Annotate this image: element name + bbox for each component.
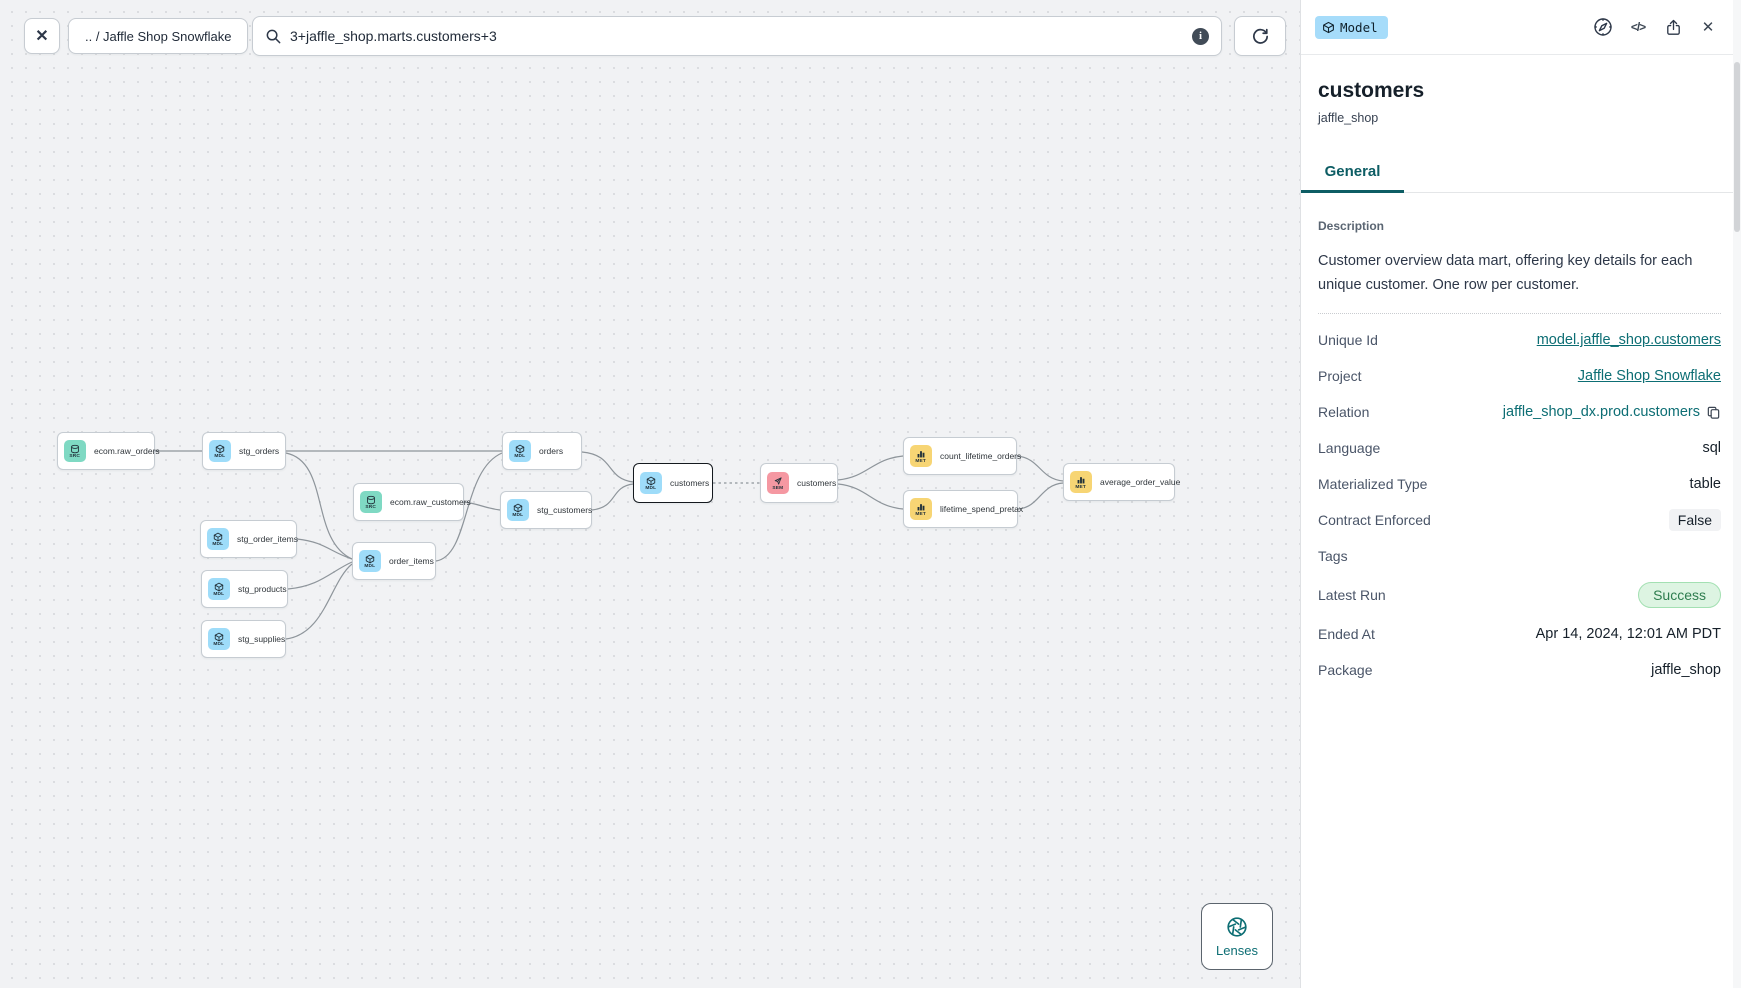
panel-tabs: General (1301, 153, 1741, 193)
panel-scrollbar-track (1733, 0, 1741, 988)
lineage-search-bar[interactable]: i (252, 16, 1222, 56)
unique-id-link[interactable]: model.jaffle_shop.customers (1536, 332, 1721, 348)
language-value: sql (1702, 440, 1721, 456)
relation-value: jaffle_shop_dx.prod.customers (1502, 404, 1700, 420)
materialized-type-value: table (1689, 476, 1721, 492)
copy-icon[interactable] (1706, 405, 1721, 420)
lens-compass-icon[interactable] (1592, 16, 1614, 38)
ended-at-value: Apr 14, 2024, 12:01 AM PDT (1535, 626, 1721, 642)
field-row-latest-run: Latest Run Success (1318, 574, 1721, 616)
model-node-icon: MDL (208, 628, 230, 650)
metric-node-icon: MET (910, 445, 932, 467)
graph-node-average-order-value[interactable]: MET average_order_value (1063, 463, 1180, 501)
graph-node-stg-orders[interactable]: MDL stg_orders (202, 432, 286, 470)
field-row-materialized-type: Materialized Type table (1318, 476, 1721, 492)
graph-node-stg-products[interactable]: MDL stg_products (201, 570, 288, 608)
model-node-icon: MDL (509, 440, 531, 462)
graph-node-ecom-raw-customers[interactable]: SRC ecom.raw_customers (353, 483, 471, 521)
share-icon[interactable] (1662, 16, 1684, 38)
graph-node-count-lifetime-orders[interactable]: MET count_lifetime_orders (903, 437, 1021, 475)
package-value: jaffle_shop (1651, 662, 1721, 678)
field-row-project: Project Jaffle Shop Snowflake (1318, 368, 1721, 384)
lineage-canvas[interactable]: SRC ecom.raw_orders MDL stg_orders MDL o… (0, 0, 1300, 988)
graph-node-ecom-raw-orders[interactable]: SRC ecom.raw_orders (57, 432, 160, 470)
lenses-button[interactable]: Lenses (1201, 903, 1273, 970)
model-node-icon: MDL (507, 499, 529, 521)
source-node-icon: SRC (64, 440, 86, 462)
graph-node-stg-supplies[interactable]: MDL stg_supplies (201, 620, 286, 658)
graph-node-customers-selected[interactable]: MDL customers (633, 463, 713, 503)
description-text: Customer overview data mart, offering ke… (1318, 253, 1693, 293)
model-node-icon: MDL (359, 550, 381, 572)
graph-node-lifetime-spend-pretax[interactable]: MET lifetime_spend_pretax (903, 490, 1023, 528)
project-link[interactable]: Jaffle Shop Snowflake (1577, 368, 1721, 384)
field-row-package: Package jaffle_shop (1318, 662, 1721, 678)
semantic-model-node-icon: SEM (767, 472, 789, 494)
graph-node-customers-semantic[interactable]: SEM customers (760, 463, 838, 503)
panel-scrollbar-thumb[interactable] (1734, 62, 1740, 232)
model-node-icon: MDL (640, 472, 662, 494)
field-row-relation: Relation jaffle_shop_dx.prod.customers (1318, 394, 1721, 430)
field-row-contract-enforced: Contract Enforced False (1318, 502, 1721, 538)
search-icon (265, 28, 282, 45)
close-panel-icon[interactable]: ✕ (1701, 19, 1715, 36)
field-row-ended-at: Ended At Apr 14, 2024, 12:01 AM PDT (1318, 626, 1721, 642)
metric-node-icon: MET (1070, 471, 1092, 493)
contract-enforced-badge: False (1668, 509, 1721, 531)
refresh-button[interactable] (1234, 16, 1286, 56)
metric-node-icon: MET (910, 498, 932, 520)
cube-icon (1323, 21, 1334, 33)
latest-run-status-badge: Success (1638, 582, 1721, 608)
model-node-icon: MDL (209, 440, 231, 462)
graph-node-stg-order-items[interactable]: MDL stg_order_items (200, 520, 298, 558)
details-panel: Model </> ✕ customers jaffle_shop Genera… (1300, 0, 1741, 988)
field-row-unique-id: Unique Id model.jaffle_shop.customers (1318, 332, 1721, 348)
field-row-language: Language sql (1318, 440, 1721, 456)
close-icon: ✕ (35, 28, 49, 45)
info-icon[interactable]: i (1192, 27, 1209, 45)
breadcrumb[interactable]: .. / Jaffle Shop Snowflake (68, 18, 249, 54)
tab-general[interactable]: General (1301, 153, 1404, 193)
panel-title: customers (1318, 79, 1425, 102)
panel-header: Model </> ✕ (1301, 0, 1741, 55)
lenses-aperture-icon (1226, 916, 1248, 938)
model-type-badge: Model (1315, 15, 1388, 39)
field-row-tags: Tags (1318, 548, 1348, 564)
graph-node-order-items[interactable]: MDL order_items (352, 542, 436, 580)
field-list: Unique Id model.jaffle_shop.customers Pr… (1318, 322, 1721, 688)
close-lineage-button[interactable]: ✕ (24, 18, 60, 54)
graph-node-orders[interactable]: MDL orders (502, 432, 582, 470)
source-node-icon: SRC (360, 491, 382, 513)
divider (1318, 313, 1721, 314)
description-label: Description (1318, 219, 1385, 233)
graph-node-stg-customers[interactable]: MDL stg_customers (500, 491, 592, 529)
code-icon[interactable]: </> (1630, 20, 1646, 34)
model-node-icon: MDL (207, 528, 229, 550)
search-input[interactable] (290, 28, 1184, 44)
refresh-icon (1251, 27, 1270, 46)
model-node-icon: MDL (208, 578, 230, 600)
panel-subtitle: jaffle_shop (1318, 111, 1379, 125)
